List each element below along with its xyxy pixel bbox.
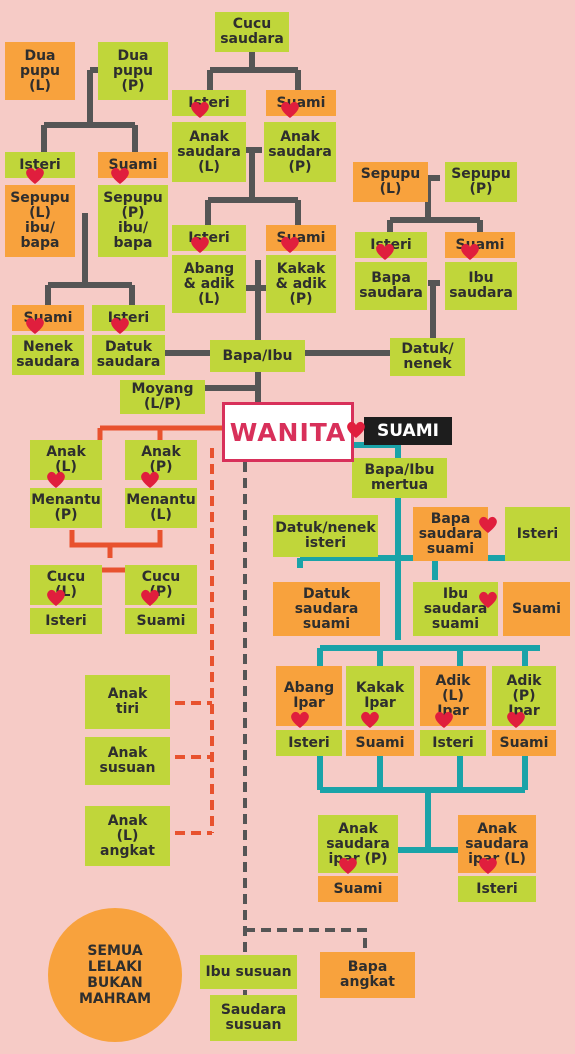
node-suami-adik-p-ipar: Suami	[492, 730, 556, 756]
node-bapa-angkat: Bapa angkat	[320, 952, 415, 998]
heart-icon	[434, 711, 454, 729]
heart-icon	[360, 711, 380, 729]
node-anak-l-angkat: Anak (L) angkat	[85, 806, 170, 866]
node-suami-sepupu: Suami	[98, 152, 168, 178]
heart-icon	[460, 243, 480, 261]
heart-icon	[338, 857, 358, 875]
node-abang-adik-l: Abang & adik (L)	[172, 255, 246, 313]
node-kakak-ipar: Kakak Ipar	[346, 666, 414, 726]
heart-icon	[25, 317, 45, 335]
heart-icon	[280, 236, 300, 254]
node-saudara-susuan: Saudara susuan	[210, 995, 297, 1041]
heart-icon	[140, 471, 160, 489]
node-cucu-saudara: Cucu saudara	[215, 12, 289, 52]
node-sepupu-l: Sepupu (L)	[353, 162, 428, 202]
node-isteri-anak-saudara-ipar: Isteri	[458, 876, 536, 902]
node-bapa-ibu: Bapa/Ibu	[210, 340, 305, 372]
heart-icon	[375, 243, 395, 261]
node-abang-ipar: Abang Ipar	[276, 666, 342, 726]
heart-icon	[110, 317, 130, 335]
heart-icon	[478, 516, 498, 534]
node-anak-tiri: Anak tiri	[85, 675, 170, 729]
wanita-node: WANITA	[222, 402, 354, 462]
suami-tag: SUAMI	[364, 417, 452, 445]
node-cucu-l: Cucu (L)	[30, 565, 102, 605]
node-suami-ibu-saudara-suami: Suami	[503, 582, 570, 636]
node-suami-anak-saudara: Suami	[266, 90, 336, 116]
node-isteri-abang: Isteri	[172, 225, 246, 251]
heart-icon	[190, 236, 210, 254]
node-bapa-saudara-suami: Bapa saudara suami	[413, 507, 488, 561]
node-isteri-anak-saudara: Isteri	[172, 90, 246, 116]
node-dua-pupu-l: Dua pupu (L)	[5, 42, 75, 100]
heart-icon	[190, 101, 210, 119]
node-suami-kakak-ipar: Suami	[346, 730, 414, 756]
node-suami-cucu: Suami	[125, 608, 197, 634]
node-suami-ibu-saudara: Suami	[445, 232, 515, 258]
heart-icon	[25, 167, 45, 185]
node-menantu-p: Menantu (P)	[30, 488, 102, 528]
heart-icon	[280, 101, 300, 119]
node-cucu-p: Cucu (P)	[125, 565, 197, 605]
node-ibu-saudara-suami: Ibu saudara suami	[413, 582, 498, 636]
node-anak-saudara-l: Anak saudara (L)	[172, 122, 246, 182]
node-ibu-susuan: Ibu susuan	[200, 955, 297, 989]
node-sepupu-p: Sepupu (P)	[445, 162, 517, 202]
node-kakak-adik-p: Kakak & adik (P)	[266, 255, 336, 313]
node-adik-l-ipar: Adik (L) Ipar	[420, 666, 486, 726]
heart-icon	[290, 711, 310, 729]
node-menantu-l: Menantu (L)	[125, 488, 197, 528]
node-ibu-saudara: Ibu saudara	[445, 262, 517, 310]
node-anak-susuan: Anak susuan	[85, 737, 170, 785]
heart-icon	[478, 591, 498, 609]
node-isteri-cucu: Isteri	[30, 608, 102, 634]
heart-icon	[478, 857, 498, 875]
node-anak-saudara-p: Anak saudara (P)	[264, 122, 336, 182]
node-suami-kakak: Suami	[266, 225, 336, 251]
node-datuk-nenek: Datuk/ nenek	[390, 338, 465, 376]
bukan-mahram-circle: SEMUA LELAKI BUKAN MAHRAM	[48, 908, 182, 1042]
node-sepupu-p-ibu-bapa: Sepupu (P) ibu/ bapa	[98, 185, 168, 257]
wanita-heart-icon	[346, 421, 366, 439]
node-suami-nenek-saudara: Suami	[12, 305, 84, 331]
heart-icon	[506, 711, 526, 729]
heart-icon	[110, 167, 130, 185]
node-isteri-adik-l-ipar: Isteri	[420, 730, 486, 756]
node-isteri-datuk-saudara: Isteri	[92, 305, 165, 331]
node-bapa-saudara: Bapa saudara	[355, 262, 427, 310]
node-anak-saudara-ipar-p: Anak saudara ipar (P)	[318, 815, 398, 873]
node-bapa-ibu-mertua: Bapa/Ibu mertua	[352, 458, 447, 498]
node-datuk-nenek-isteri: Datuk/nenek isteri	[273, 515, 378, 557]
node-moyang: Moyang (L/P)	[120, 380, 205, 414]
node-datuk-saudara: Datuk saudara	[92, 335, 165, 375]
heart-icon	[46, 589, 66, 607]
node-isteri-abang-ipar: Isteri	[276, 730, 342, 756]
node-anak-p: Anak (P)	[125, 440, 197, 480]
node-sepupu-l-ibu-bapa: Sepupu (L) ibu/ bapa	[5, 185, 75, 257]
node-anak-saudara-ipar-l: Anak saudara ipar (L)	[458, 815, 536, 873]
node-nenek-saudara: Nenek saudara	[12, 335, 84, 375]
heart-icon	[46, 471, 66, 489]
node-dua-pupu-p: Dua pupu (P)	[98, 42, 168, 100]
node-datuk-saudara-suami: Datuk saudara suami	[273, 582, 380, 636]
heart-icon	[140, 589, 160, 607]
node-suami-anak-saudara-ipar: Suami	[318, 876, 398, 902]
node-isteri-bapa-saudara-suami: Isteri	[505, 507, 570, 561]
node-anak-l: Anak (L)	[30, 440, 102, 480]
